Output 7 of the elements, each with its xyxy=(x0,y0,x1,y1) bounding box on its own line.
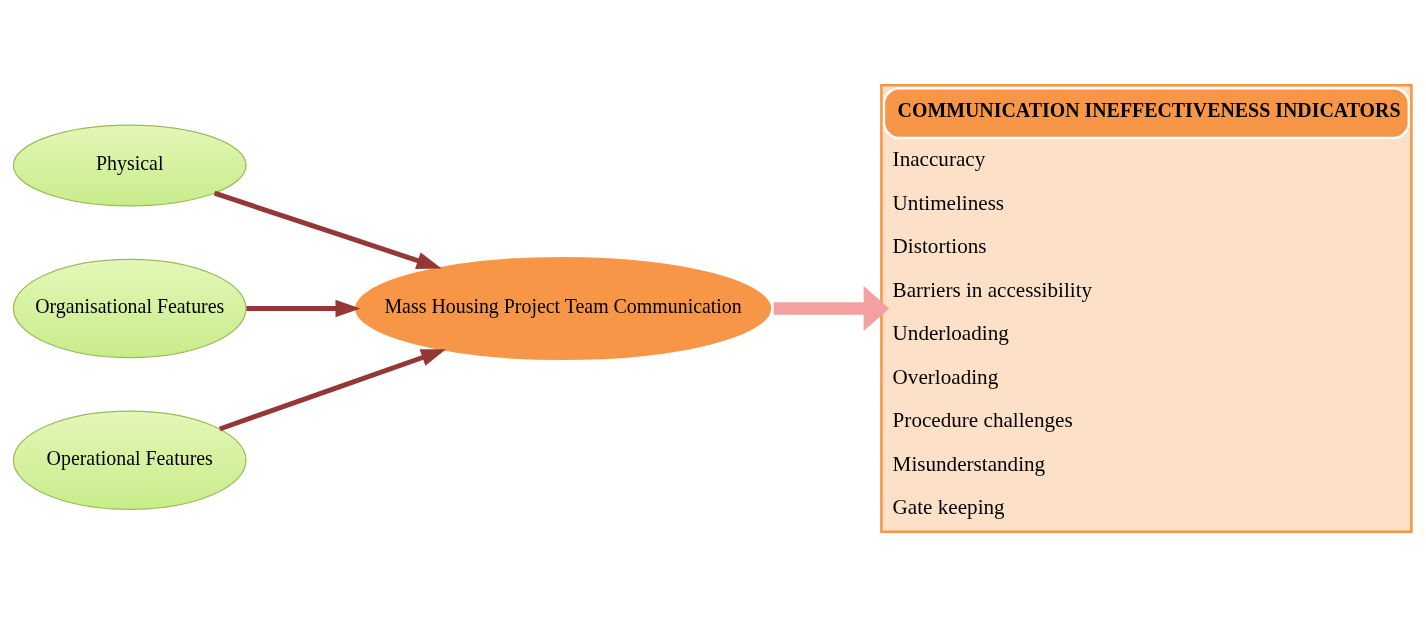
arrow xyxy=(246,299,361,318)
arrow xyxy=(218,349,447,432)
node-ellipse: Operational Features xyxy=(12,410,247,510)
arrow xyxy=(213,190,442,269)
arrow xyxy=(773,286,890,331)
node-ellipse: Physical xyxy=(12,124,247,207)
node-ellipse: Organisational Features xyxy=(12,258,247,359)
